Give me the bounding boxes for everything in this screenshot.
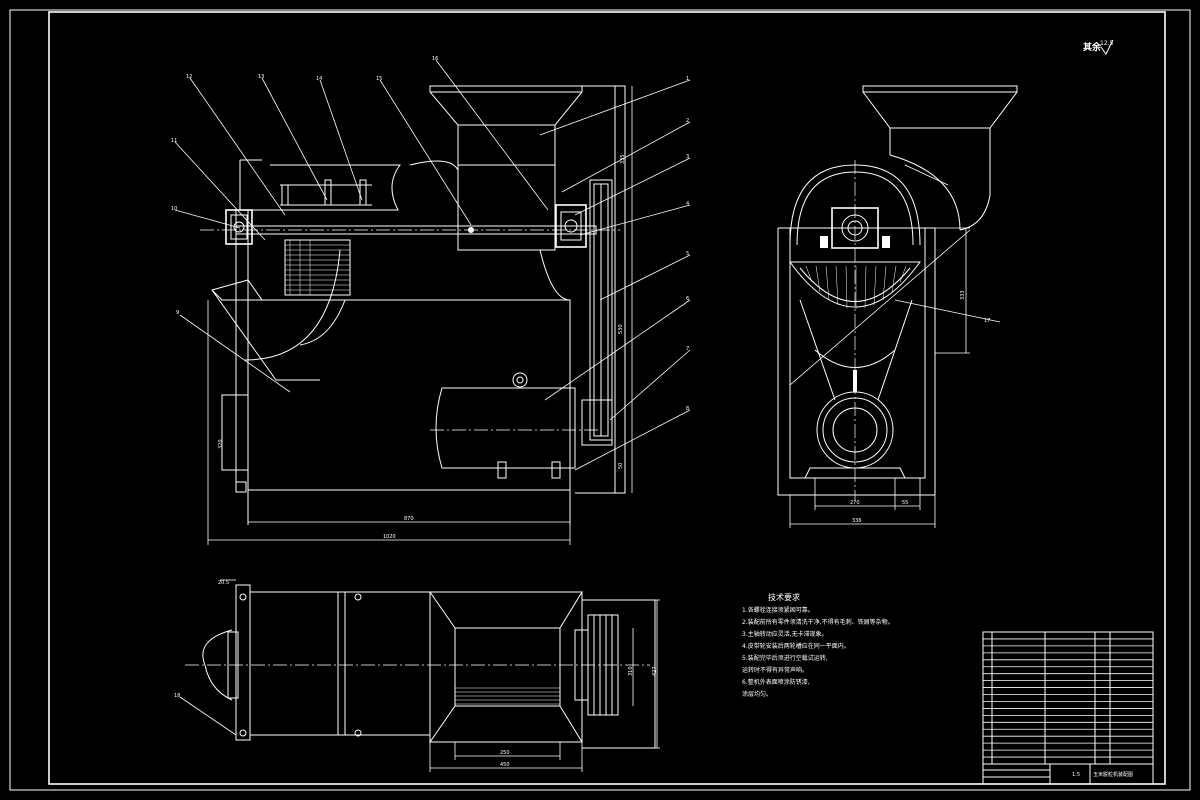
part-no-18: 18: [174, 693, 180, 699]
part-no-3: 3: [686, 154, 689, 160]
dim-side-width-total: 336: [852, 518, 862, 524]
tech-line-3: 3.主轴转动应灵活,无卡滞现象。: [742, 630, 828, 638]
tech-line-6: 运转时不得有异常声响。: [742, 666, 808, 674]
front-dimensions: 1020 870 335 530 50 320: [207, 86, 633, 545]
roughness-value: 12.5: [1100, 40, 1114, 47]
dim-side-width-inner: 270: [850, 500, 860, 506]
dim-top-offset: 20.5: [218, 580, 229, 586]
dim-height-upper: 335: [620, 154, 626, 164]
part-no-13: 13: [258, 74, 264, 80]
leader-lines-front: 1 2 3 4 5 6 7 8: [539, 76, 691, 471]
technical-requirements: 技术要求 1.各螺栓连接须紧固可靠。 2.装配前所有零件须清洗干净,不得有毛刺、…: [742, 592, 894, 698]
part-no-15: 15: [376, 76, 382, 82]
part-no-9: 9: [176, 310, 179, 316]
part-no-16: 16: [432, 56, 438, 62]
dim-top-depth-inner: 310: [628, 666, 634, 676]
tech-line-4: 4.皮带轮安装后两轮槽应在同一平面内。: [742, 642, 850, 650]
dim-top-hopper-inner: 250: [500, 750, 510, 756]
tech-title: 技术要求: [768, 592, 800, 602]
scale-value: 1:5: [1072, 772, 1080, 778]
main-housing: [247, 299, 571, 491]
part-no-4: 4: [686, 201, 689, 207]
dim-base-height: 50: [618, 463, 624, 469]
front-view: 1020 870 335 530 50 320 1 2 3 4 5 6 7: [171, 56, 691, 545]
dim-base-length: 870: [404, 516, 414, 522]
part-no-11: 11: [171, 138, 177, 144]
threshing-drum: [284, 239, 351, 296]
top-view: 18 20.5 427 310 250 450: [174, 579, 660, 772]
electric-motor: [430, 372, 600, 479]
part-no-17: 17: [984, 318, 990, 324]
part-no-14: 14: [316, 76, 322, 82]
tech-line-5: 5.装配完毕后须进行空载试运转,: [742, 654, 828, 662]
tech-line-1: 1.各螺栓连接须紧固可靠。: [742, 606, 814, 614]
right-bearing: [555, 204, 587, 248]
top-dimensions: 20.5 427 310 250 450: [218, 579, 660, 772]
dim-height-main: 530: [618, 324, 624, 334]
left-bearing: [225, 209, 253, 245]
part-no-2: 2: [686, 118, 689, 124]
side-dimensions: 333 270 55 336: [789, 227, 970, 528]
part-no-1: 1: [686, 76, 689, 82]
dim-top-depth-total: 427: [652, 666, 658, 676]
part-no-10: 10: [171, 206, 177, 212]
part-no-6: 6: [686, 296, 689, 302]
dim-side-width-right: 55: [902, 500, 908, 506]
part-no-8: 8: [686, 406, 689, 412]
side-view: 17 333 270 55 336: [777, 85, 1018, 528]
bom-table: [983, 638, 1153, 758]
dim-height-lower: 320: [218, 439, 224, 449]
belt-pulley: [581, 179, 613, 446]
part-no-7: 7: [686, 346, 689, 352]
part-no-12: 12: [186, 74, 192, 80]
top-bolts: [280, 179, 372, 206]
drawing-name: 玉米脱粒机装配图: [1093, 771, 1133, 778]
top-hopper-grid: [455, 687, 560, 705]
part-no-5: 5: [686, 251, 689, 257]
tech-line-8: 涂层均匀。: [742, 690, 772, 698]
roughness-label: 其余: [1083, 41, 1102, 53]
dim-top-hopper-outer: 450: [500, 762, 510, 768]
tech-line-7: 6.整机外表面喷涂防锈漆,: [742, 678, 810, 686]
drawing-frame: [9, 9, 1191, 791]
leader-lines-left: 9 10 11 12 13 14 15 16: [171, 56, 549, 393]
tech-line-2: 2.装配前所有零件须清洗干净,不得有毛刺、铁屑等杂物。: [742, 618, 894, 626]
title-block: 1:5 玉米脱粒机装配图: [982, 631, 1154, 785]
top-housing: [249, 591, 431, 736]
dim-total-length: 1020: [383, 534, 396, 540]
roughness-symbol: 其余 12.5: [1083, 39, 1114, 55]
dim-side-height: 333: [960, 290, 966, 300]
